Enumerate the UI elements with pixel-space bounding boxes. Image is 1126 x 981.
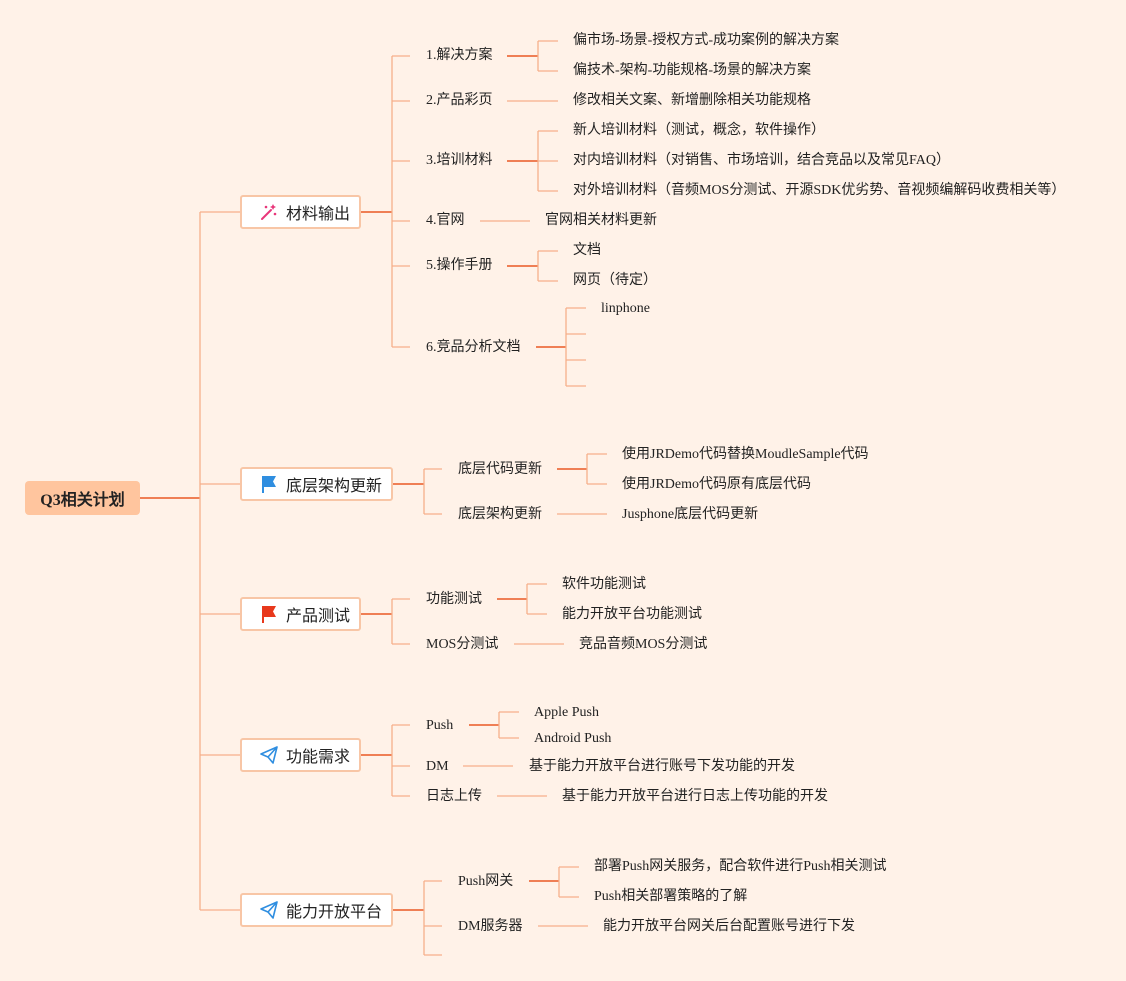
- subtopic-brochure-edit[interactable]: 修改相关文案、新增删除相关功能规格: [573, 93, 811, 108]
- subtopic-deploy-gateway[interactable]: 部署Push网关服务，配合软件进行Push相关测试: [594, 859, 887, 874]
- topic-competitor-analysis[interactable]: 6.竞品分析文档: [426, 340, 521, 355]
- subtopic-webpage[interactable]: 网页（待定）: [573, 273, 657, 288]
- root-topic[interactable]: Q3相关计划: [25, 481, 140, 515]
- subtopic-replace-sample[interactable]: 使用JRDemo代码替换MoudleSample代码: [622, 447, 869, 462]
- branch-material-output[interactable]: 材料输出: [240, 195, 361, 229]
- subtopic-android-push[interactable]: Android Push: [534, 731, 612, 746]
- subtopic-linphone[interactable]: linphone: [601, 301, 650, 316]
- paper-plane-icon: [258, 744, 280, 766]
- topic-training-material[interactable]: 3.培训材料: [426, 153, 493, 168]
- branch-open-platform[interactable]: 能力开放平台: [240, 893, 393, 927]
- paper-plane-icon: [258, 899, 280, 921]
- subtopic-software-test[interactable]: 软件功能测试: [562, 577, 646, 592]
- topic-mos-test[interactable]: MOS分测试: [426, 637, 499, 652]
- topic-architecture-update[interactable]: 底层架构更新: [458, 507, 542, 522]
- subtopic-jusphone-update[interactable]: Jusphone底层代码更新: [622, 507, 759, 522]
- topic-dm-server[interactable]: DM服务器: [458, 919, 523, 934]
- subtopic-original-code[interactable]: 使用JRDemo代码原有底层代码: [622, 477, 811, 492]
- branch-feature-requirements[interactable]: 功能需求: [240, 738, 361, 772]
- topic-product-brochure[interactable]: 2.产品彩页: [426, 93, 493, 108]
- subtopic-tech-solution[interactable]: 偏技术-架构-功能规格-场景的解决方案: [573, 63, 811, 78]
- subtopic-account-config[interactable]: 能力开放平台网关后台配置账号进行下发: [603, 919, 855, 934]
- branch-label: 功能需求: [286, 747, 351, 766]
- topic-dm[interactable]: DM: [426, 759, 449, 774]
- subtopic-market-solution[interactable]: 偏市场-场景-授权方式-成功案例的解决方案: [573, 33, 839, 48]
- topic-code-update[interactable]: 底层代码更新: [458, 462, 542, 477]
- subtopic-newcomer-training[interactable]: 新人培训材料（测试，概念，软件操作）: [573, 123, 825, 138]
- topic-log-upload[interactable]: 日志上传: [426, 789, 482, 804]
- topic-push-gateway[interactable]: Push网关: [458, 874, 514, 889]
- branch-product-testing[interactable]: 产品测试: [240, 597, 361, 631]
- branch-label: 底层架构更新: [286, 476, 383, 495]
- branch-underlying-architecture[interactable]: 底层架构更新: [240, 467, 393, 501]
- red-flag-icon: [258, 603, 280, 625]
- blue-flag-icon: [258, 473, 280, 495]
- subtopic-deploy-strategy[interactable]: Push相关部署策略的了解: [594, 889, 748, 904]
- subtopic-competitor-mos[interactable]: 竞品音频MOS分测试: [579, 637, 708, 652]
- branch-label: 能力开放平台: [286, 902, 383, 921]
- subtopic-document[interactable]: 文档: [573, 243, 601, 258]
- branch-label: 产品测试: [286, 606, 351, 625]
- topic-manual[interactable]: 5.操作手册: [426, 258, 493, 273]
- branch-label: 材料输出: [286, 204, 351, 223]
- subtopic-apple-push[interactable]: Apple Push: [534, 705, 599, 720]
- subtopic-log-dev[interactable]: 基于能力开放平台进行日志上传功能的开发: [562, 789, 828, 804]
- subtopic-dm-dev[interactable]: 基于能力开放平台进行账号下发功能的开发: [529, 759, 795, 774]
- subtopic-website-update[interactable]: 官网相关材料更新: [545, 213, 657, 228]
- topic-push[interactable]: Push: [426, 718, 454, 733]
- subtopic-external-training[interactable]: 对外培训材料（音频MOS分测试、开源SDK优劣势、音视频编解码收费相关等）: [573, 183, 1066, 198]
- topic-solution[interactable]: 1.解决方案: [426, 48, 493, 63]
- topic-function-test[interactable]: 功能测试: [426, 592, 482, 607]
- subtopic-internal-training[interactable]: 对内培训材料（对销售、市场培训，结合竞品以及常见FAQ）: [573, 153, 950, 168]
- topic-website[interactable]: 4.官网: [426, 213, 465, 228]
- subtopic-platform-test[interactable]: 能力开放平台功能测试: [562, 607, 702, 622]
- magic-wand-icon: [258, 201, 280, 223]
